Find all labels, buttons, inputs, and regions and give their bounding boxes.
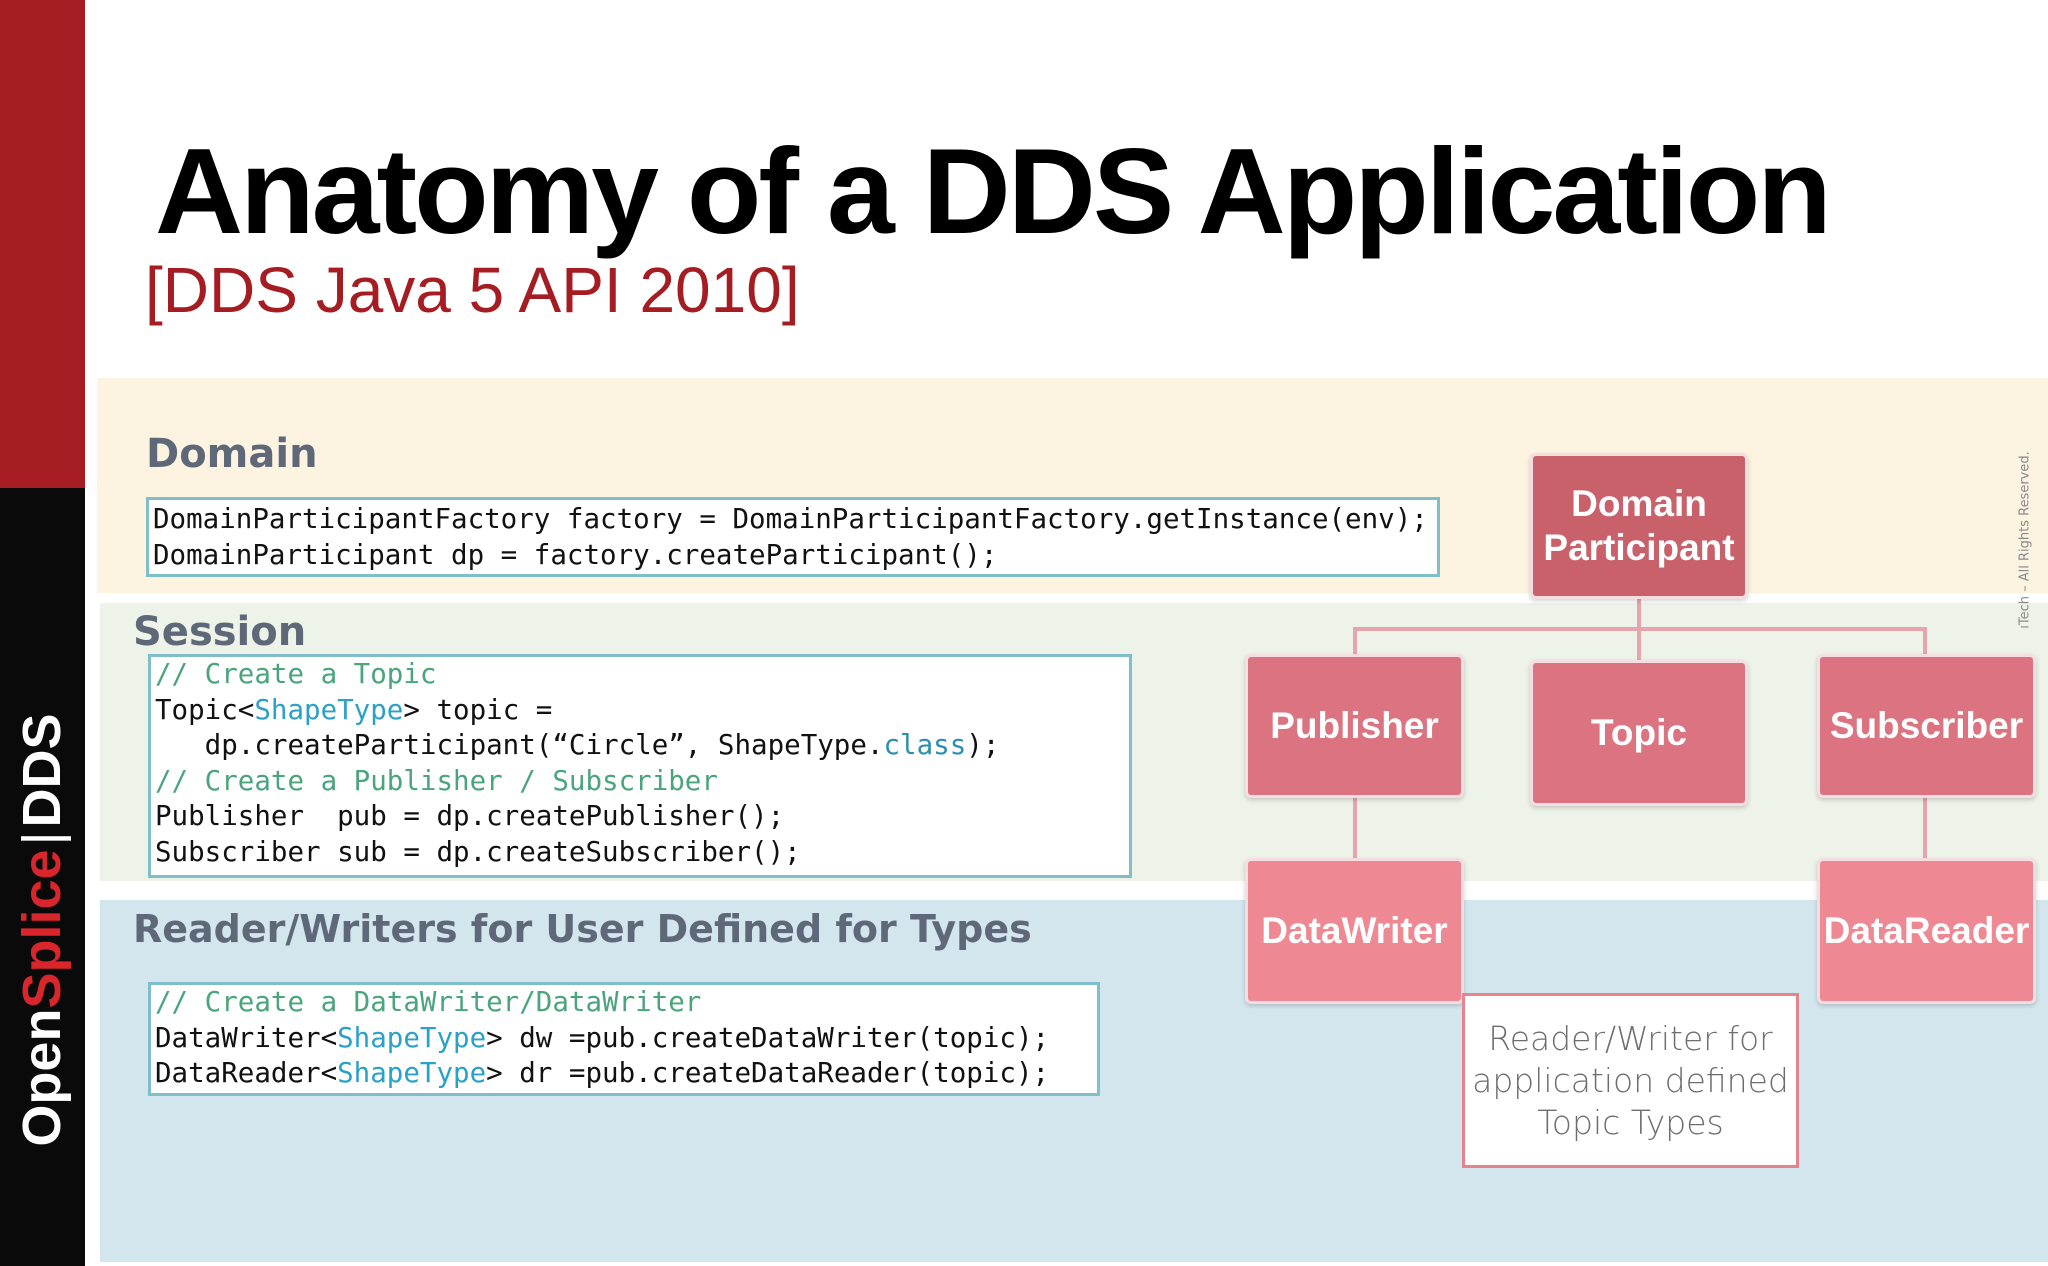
connector-horizontal — [1353, 627, 1927, 631]
code-comment: // Create a Publisher / Subscriber — [155, 764, 718, 797]
subscriber-node: Subscriber — [1817, 654, 2036, 798]
topic-node: Topic — [1530, 660, 1748, 806]
note-line: Reader/Writer for — [1488, 1018, 1773, 1058]
publisher-node: Publisher — [1245, 654, 1464, 798]
brand-splice: Splice — [12, 849, 72, 1009]
connector-sub-dr — [1923, 798, 1927, 858]
connector-to-subscriber — [1923, 627, 1927, 654]
sidebar-red-block — [0, 0, 85, 488]
note-line: application defined — [1472, 1060, 1789, 1100]
brand-logo: OpenSplice | DDS — [11, 713, 73, 1146]
page-subtitle: [DDS Java 5 API 2010] — [145, 254, 800, 326]
datawriter-node: DataWriter — [1245, 858, 1464, 1004]
note-line: Topic Types — [1537, 1102, 1724, 1142]
code-comment: // Create a DataWriter/DataWriter — [155, 986, 702, 1018]
code-line: DataReader<ShapeType> dr =pub.createData… — [155, 1057, 1050, 1089]
node-label: Participant — [1543, 527, 1735, 568]
type-name: ShapeType — [254, 693, 404, 726]
copyright-notice: ıTech – All Rights Reserved. — [2017, 451, 2033, 629]
code-line: DomainParticipant dp = factory.createPar… — [153, 538, 998, 571]
page-title: Anatomy of a DDS Application — [155, 123, 1832, 259]
section-label-readers-writers: Reader/Writers for User Defined for Type… — [133, 907, 1032, 951]
type-name: ShapeType — [337, 1057, 487, 1089]
brand-separator: | — [12, 831, 72, 846]
code-line: dp.createParticipant(“Circle”, ShapeType… — [155, 729, 1000, 761]
datareader-node: DataReader — [1817, 858, 2036, 1004]
domain-code-block: DomainParticipantFactory factory = Domai… — [146, 497, 1440, 577]
brand-dds: DDS — [12, 713, 72, 828]
connector-pub-dw — [1353, 798, 1357, 858]
connector-to-publisher — [1353, 627, 1357, 654]
sidebar-black-block — [0, 488, 85, 1266]
code-line: Subscriber sub = dp.createSubscriber(); — [155, 835, 801, 868]
type-name: ShapeType — [337, 1021, 487, 1054]
section-label-domain: Domain — [146, 431, 318, 477]
section-label-session: Session — [133, 609, 307, 655]
node-label: Domain — [1571, 482, 1707, 524]
brand-open: Open — [12, 1008, 72, 1147]
code-line: Topic<ShapeType> topic = — [155, 693, 553, 726]
code-line: DomainParticipantFactory factory = Domai… — [153, 503, 1428, 535]
keyword: class — [883, 729, 967, 761]
code-comment: // Create a Topic — [155, 658, 437, 690]
code-line: DataWriter<ShapeType> dw =pub.createData… — [155, 1021, 1050, 1054]
code-line: Publisher pub = dp.createPublisher(); — [155, 800, 785, 832]
